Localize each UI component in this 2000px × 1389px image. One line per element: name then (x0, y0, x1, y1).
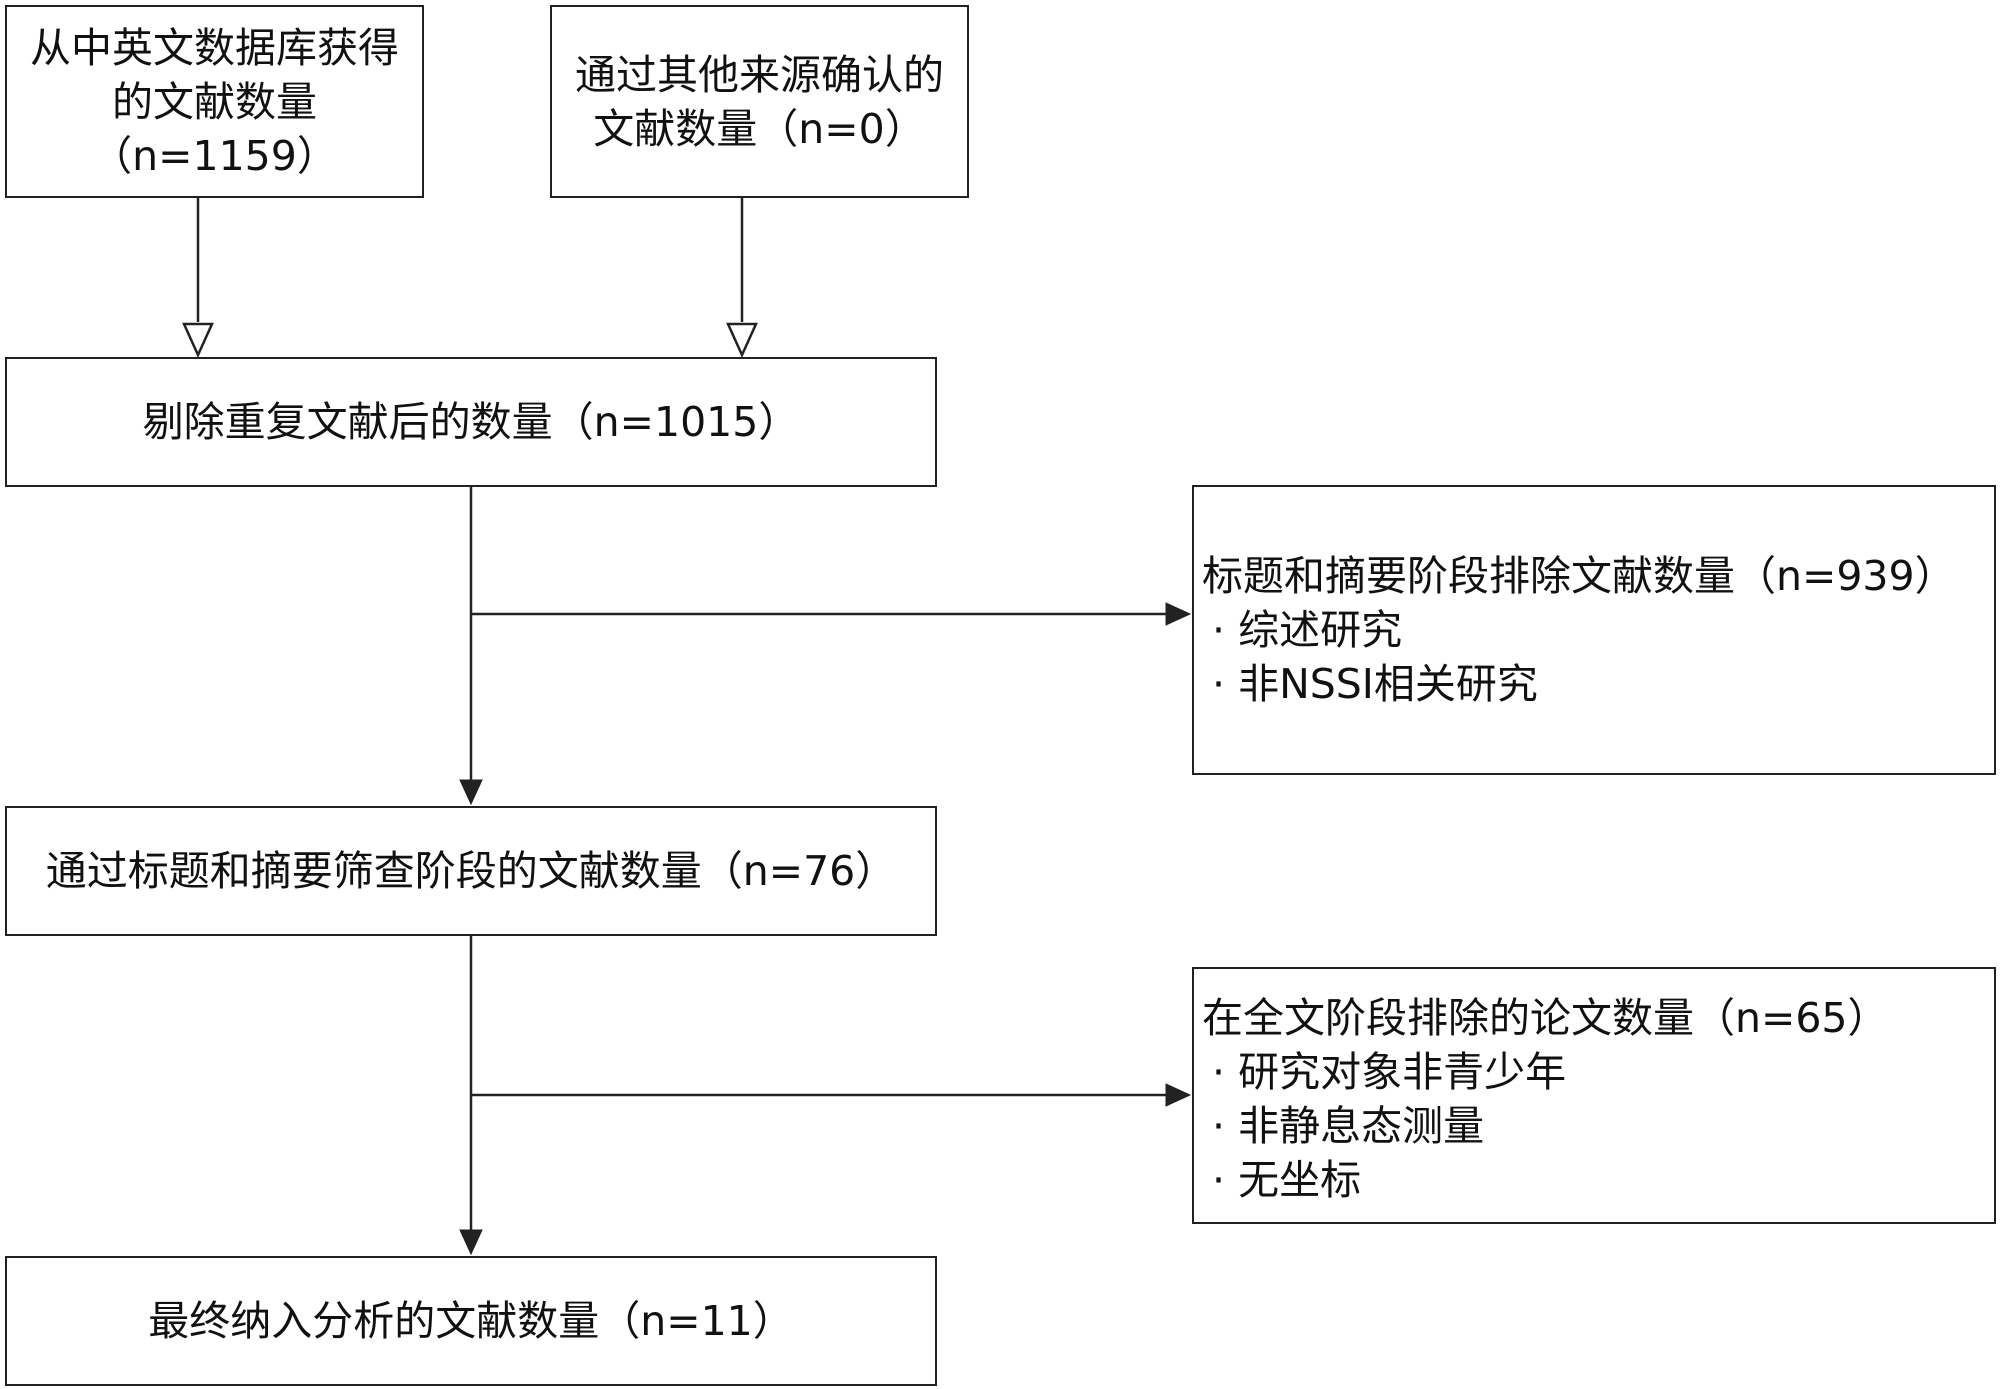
node-other-sources: 通过其他来源确认的 文献数量（n=0） (550, 5, 969, 198)
arrow-head-db (182, 322, 214, 359)
node-other-line-2: 文献数量（n=0） (593, 104, 926, 153)
node-database-line-2: 的文献数量 (112, 77, 317, 126)
node-other-line-1: 通过其他来源确认的 (575, 50, 944, 99)
arrow-head-other (726, 322, 758, 359)
arrow-head-included (459, 1229, 483, 1256)
node-excluded-full-text: 在全文阶段排除的论文数量（n=65） · 研究对象非青少年 · 非静息态测量 ·… (1192, 967, 1996, 1224)
node-database-line-1: 从中英文数据库获得 (30, 23, 399, 72)
arrow-head-screened (459, 779, 483, 806)
excluded-full-reason-1: · 研究对象非青少年 (1212, 1048, 1567, 1096)
node-dedup-text: 剔除重复文献后的数量（n=1015） (142, 398, 800, 446)
node-after-deduplication: 剔除重复文献后的数量（n=1015） (5, 357, 937, 487)
node-screened-text: 通过标题和摘要筛查阶段的文献数量（n=76） (45, 847, 897, 895)
excluded-title-heading: 标题和摘要阶段排除文献数量（n=939） (1202, 552, 1956, 600)
node-screened: 通过标题和摘要筛查阶段的文献数量（n=76） (5, 806, 937, 936)
arrow-head-excluded-title (1165, 602, 1192, 626)
node-database-records: 从中英文数据库获得 的文献数量 （n=1159） (5, 5, 424, 198)
arrow-head-excluded-full (1165, 1083, 1192, 1107)
node-database-line-3: （n=1159） (91, 131, 338, 180)
excluded-full-reason-2: · 非静息态测量 (1212, 1102, 1485, 1150)
excluded-full-reason-3: · 无坐标 (1212, 1156, 1362, 1204)
node-included: 最终纳入分析的文献数量（n=11） (5, 1256, 937, 1386)
excluded-title-reason-2: · 非NSSI相关研究 (1212, 660, 1538, 708)
node-included-text: 最终纳入分析的文献数量（n=11） (148, 1297, 794, 1345)
excluded-title-reason-1: · 综述研究 (1212, 606, 1403, 654)
excluded-full-heading: 在全文阶段排除的论文数量（n=65） (1202, 994, 1889, 1042)
node-excluded-title-abstract: 标题和摘要阶段排除文献数量（n=939） · 综述研究 · 非NSSI相关研究 (1192, 485, 1996, 775)
